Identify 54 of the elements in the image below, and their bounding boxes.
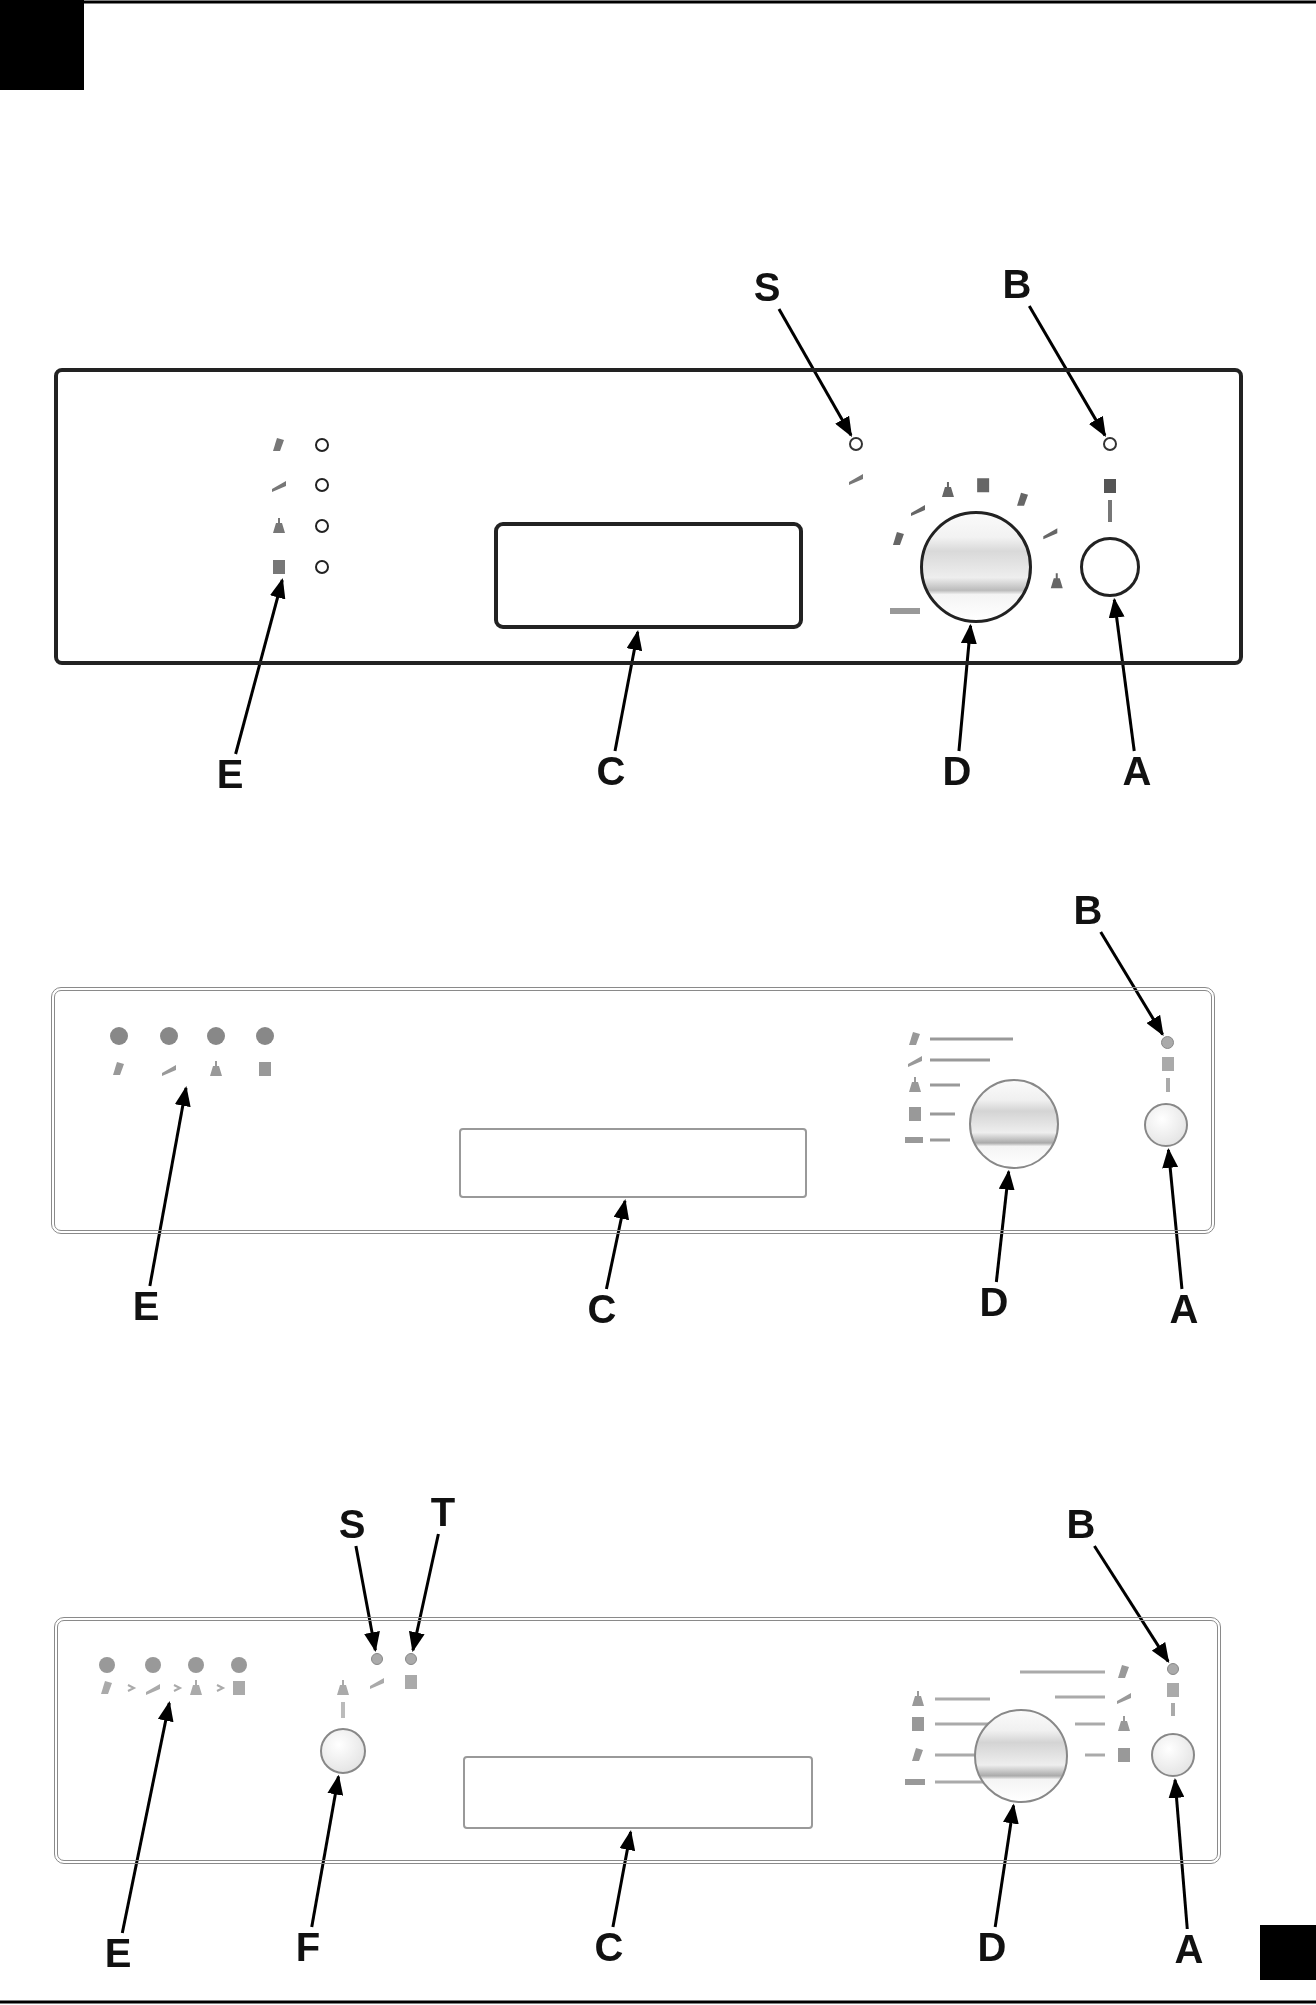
callout-letter: A (1169, 1927, 1209, 1973)
callout-letter: E (98, 1931, 138, 1977)
callout-letter: D (974, 1280, 1014, 1326)
round-button (1144, 1103, 1188, 1147)
callout-letter: C (591, 749, 631, 795)
indicator-light (849, 437, 863, 451)
leader-arrow (354, 1545, 380, 1653)
control-panel (54, 1617, 1221, 1864)
callout-letter: B (997, 262, 1037, 308)
control-panel (51, 987, 1215, 1234)
callout-letter: D (937, 749, 977, 795)
callout-letter: E (126, 1284, 166, 1330)
leader-arrow (994, 1169, 1015, 1283)
leader-arrow (1099, 931, 1164, 1037)
indicator-light (405, 1653, 417, 1665)
indicator-light (1167, 1663, 1179, 1675)
leader-arrow (613, 630, 643, 752)
leader-arrow (408, 1533, 440, 1653)
leader-arrow (310, 1774, 344, 1928)
callout-letter: B (1061, 1502, 1101, 1548)
leader-arrow (1168, 1777, 1189, 1930)
leader-arrow (1028, 305, 1107, 438)
callout-letter: D (972, 1925, 1012, 1971)
leader-arrow (611, 1830, 636, 1928)
callout-letter: C (582, 1287, 622, 1333)
leader-arrow (1108, 597, 1136, 752)
indicator-light (1103, 437, 1117, 451)
round-button (1151, 1733, 1195, 1777)
display-window (459, 1128, 807, 1198)
callout-letter: A (1117, 749, 1157, 795)
round-button (320, 1728, 366, 1774)
callout-letter: F (288, 1925, 328, 1971)
leader-arrow (957, 623, 977, 752)
leader-arrow (993, 1803, 1019, 1928)
callout-letter: B (1068, 888, 1108, 934)
leader-arrow (777, 308, 853, 438)
callout-letter: C (589, 1925, 629, 1971)
leader-arrow (1162, 1147, 1184, 1290)
indicator-light (371, 1653, 383, 1665)
callout-letter: T (423, 1490, 463, 1536)
leader-arrow (120, 1701, 174, 1934)
leader-arrow (604, 1199, 630, 1290)
display-window (494, 522, 803, 629)
indicator-light (1161, 1036, 1174, 1049)
control-panel (54, 368, 1243, 665)
callout-letter: E (210, 752, 250, 798)
leader-arrow (234, 578, 286, 755)
display-window (463, 1756, 813, 1829)
leader-arrow (148, 1086, 191, 1287)
callout-letter: S (747, 265, 787, 311)
on-off-button (1080, 537, 1140, 597)
callout-letter: A (1164, 1287, 1204, 1333)
leader-arrow (1093, 1545, 1170, 1664)
callout-letter: S (332, 1502, 372, 1548)
